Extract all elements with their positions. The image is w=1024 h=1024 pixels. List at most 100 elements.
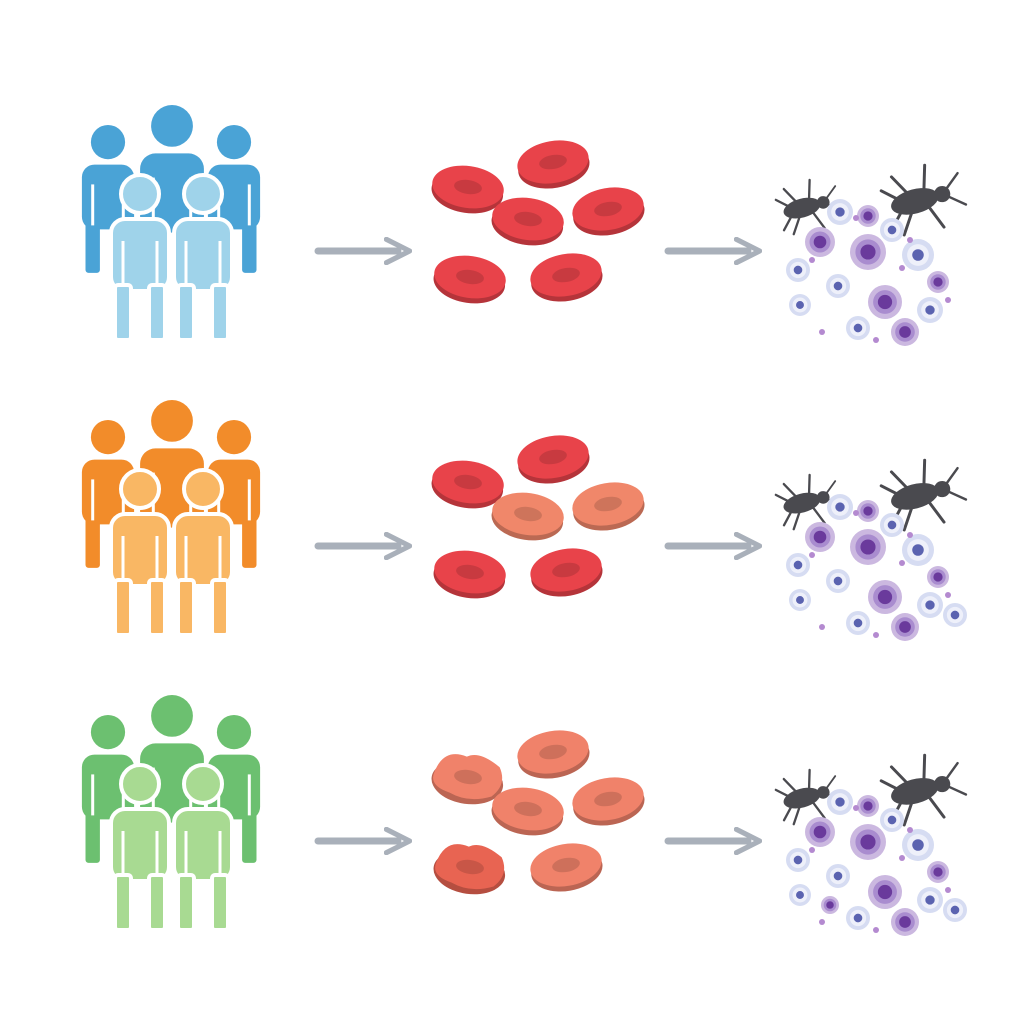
cell-center bbox=[454, 179, 482, 195]
red-blood-cells-icon bbox=[431, 140, 645, 304]
person-head bbox=[216, 420, 252, 455]
bug-small-icon bbox=[774, 768, 843, 826]
cell-center bbox=[539, 449, 567, 465]
person-leg bbox=[147, 873, 167, 932]
immune-cell-nucleus bbox=[796, 596, 804, 604]
immune-cell-nucleus bbox=[933, 867, 943, 877]
bug-antenna bbox=[945, 466, 968, 501]
particle-dot bbox=[873, 337, 879, 343]
person-front-right bbox=[172, 468, 234, 637]
immune-cell bbox=[927, 271, 949, 293]
particle-dot bbox=[899, 265, 905, 271]
immune-cell-nucleus bbox=[813, 825, 827, 839]
person-leg bbox=[176, 873, 196, 932]
particle-dot bbox=[819, 919, 825, 925]
bug-body bbox=[891, 778, 939, 805]
immune-cell bbox=[826, 274, 850, 298]
immune-cell-nucleus bbox=[877, 294, 893, 310]
immune-cell-nucleus bbox=[887, 225, 897, 235]
row-2 bbox=[81, 400, 968, 641]
red-blood-cell bbox=[517, 730, 590, 779]
bug-body bbox=[783, 787, 821, 809]
immune-cell bbox=[850, 234, 886, 270]
bug-body bbox=[891, 483, 939, 510]
immune-cell-nucleus bbox=[912, 544, 924, 556]
red-blood-cell bbox=[431, 754, 504, 805]
person-body bbox=[81, 459, 135, 525]
cell-center bbox=[594, 496, 622, 512]
immune-cell bbox=[846, 611, 870, 635]
immune-cell bbox=[880, 808, 904, 832]
person-leg bbox=[210, 578, 230, 637]
person-front-left bbox=[109, 763, 171, 932]
people-group-icon bbox=[81, 400, 261, 637]
immune-cell bbox=[846, 906, 870, 930]
person-leg bbox=[85, 223, 100, 273]
immune-cell bbox=[868, 875, 902, 909]
immune-cell-nucleus bbox=[950, 905, 960, 915]
cell-center bbox=[552, 267, 580, 283]
particle-dot bbox=[945, 887, 951, 893]
immune-cell bbox=[891, 318, 919, 346]
immune-cell-nucleus bbox=[813, 235, 827, 249]
person-body bbox=[207, 459, 261, 525]
person-body bbox=[207, 754, 261, 820]
pathogen-and-immune-cells-icon bbox=[774, 163, 968, 346]
immune-cell bbox=[789, 589, 811, 611]
red-blood-cell bbox=[433, 844, 506, 895]
cell-center bbox=[594, 791, 622, 807]
immune-cell bbox=[826, 864, 850, 888]
immune-cell bbox=[821, 896, 839, 914]
immune-cell bbox=[857, 500, 879, 522]
particle-dot bbox=[853, 510, 859, 516]
immune-cell bbox=[902, 829, 934, 861]
immune-cell-nucleus bbox=[863, 211, 873, 221]
particle-dot bbox=[899, 560, 905, 566]
person-head bbox=[119, 173, 161, 215]
particle-dot bbox=[819, 329, 825, 335]
immune-cell bbox=[891, 908, 919, 936]
immune-cell bbox=[805, 817, 835, 847]
bug-head bbox=[934, 775, 951, 793]
immune-cell bbox=[857, 205, 879, 227]
person-leg bbox=[242, 813, 257, 863]
particle-dot bbox=[809, 552, 815, 558]
red-blood-cell bbox=[491, 787, 564, 836]
immune-cell-nucleus bbox=[793, 855, 803, 865]
row-1 bbox=[81, 105, 968, 346]
person-leg bbox=[176, 578, 196, 637]
particle-dot bbox=[809, 847, 815, 853]
person-head bbox=[151, 695, 193, 737]
immune-cell bbox=[857, 795, 879, 817]
bug-head bbox=[816, 196, 830, 209]
immune-cell-nucleus bbox=[860, 834, 876, 850]
immune-cell bbox=[786, 553, 810, 577]
cell-center bbox=[594, 201, 622, 217]
person-leg bbox=[242, 223, 257, 273]
cell-center bbox=[454, 769, 482, 785]
immune-cell-nucleus bbox=[833, 871, 843, 881]
immune-cell-nucleus bbox=[835, 797, 845, 807]
immune-cell-nucleus bbox=[793, 265, 803, 275]
person-body bbox=[207, 164, 261, 230]
immune-cell-nucleus bbox=[863, 801, 873, 811]
person-body bbox=[81, 164, 135, 230]
cell-center bbox=[456, 859, 484, 875]
particle-dot bbox=[819, 624, 825, 630]
person-front-left bbox=[109, 173, 171, 342]
bug-body bbox=[783, 492, 821, 514]
immune-cell-nucleus bbox=[899, 916, 911, 928]
person-body bbox=[81, 754, 135, 820]
immune-cell-nucleus bbox=[933, 572, 943, 582]
immune-cell-nucleus bbox=[912, 249, 924, 261]
row-3 bbox=[81, 695, 968, 936]
cell-center bbox=[552, 857, 580, 873]
person-leg bbox=[113, 578, 133, 637]
person-head bbox=[216, 715, 252, 750]
person-body bbox=[140, 153, 204, 233]
immune-cell-nucleus bbox=[796, 891, 804, 899]
immune-cell bbox=[943, 898, 967, 922]
immune-cell-nucleus bbox=[925, 305, 935, 315]
immune-cell bbox=[943, 603, 967, 627]
person-head bbox=[90, 125, 126, 160]
